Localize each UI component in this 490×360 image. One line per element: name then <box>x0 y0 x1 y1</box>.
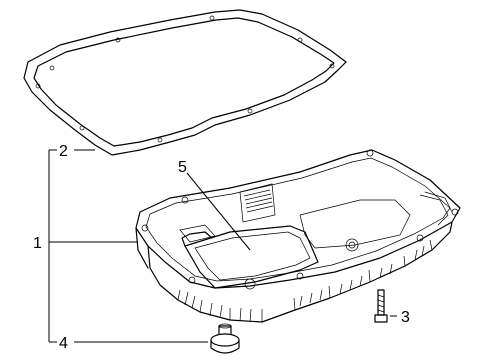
pan-bolt <box>374 289 388 323</box>
callout-4: 4 <box>59 335 68 352</box>
drain-plug <box>210 323 240 354</box>
oil-filter <box>181 225 319 290</box>
callout-1: 1 <box>33 235 42 252</box>
transmission-oil-pan <box>135 149 461 323</box>
callout-3: 3 <box>401 309 410 326</box>
callout-2: 2 <box>59 143 68 160</box>
oil-pan-gasket <box>23 9 347 156</box>
leader-lines <box>48 149 397 343</box>
pan-internal-ribs <box>179 183 453 252</box>
callout-5: 5 <box>178 159 187 176</box>
